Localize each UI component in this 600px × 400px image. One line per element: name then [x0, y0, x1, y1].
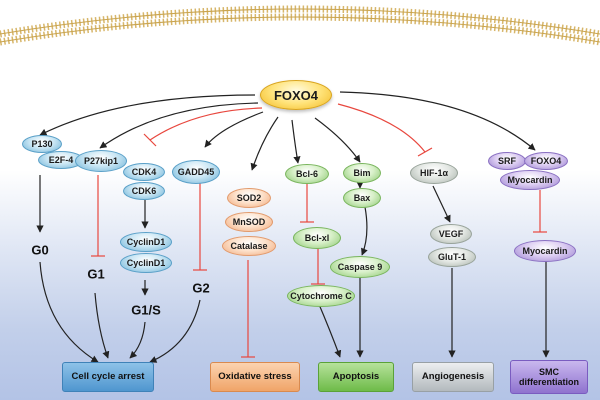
- mnsod-node[interactable]: MnSOD: [225, 212, 273, 232]
- bax-node[interactable]: Bax: [343, 188, 381, 208]
- bcl6-node[interactable]: Bcl-6: [285, 164, 329, 184]
- arrow-g0-arrest: [39, 261, 99, 363]
- cdk4-node[interactable]: CDK4: [123, 163, 165, 181]
- myocardin-complex-node[interactable]: Myocardin: [500, 170, 560, 190]
- g2-label: G2: [192, 280, 210, 296]
- g1-label: G1: [87, 266, 105, 282]
- outcome-smc-differentiation[interactable]: SMC differentiation: [510, 360, 588, 394]
- arrow-foxo4-sod2: [250, 116, 279, 171]
- catalase-node[interactable]: Catalase: [222, 236, 276, 256]
- arrow-g2-arrest: [149, 299, 201, 363]
- bim-node[interactable]: Bim: [343, 163, 381, 183]
- caspase9-node[interactable]: Caspase 9: [330, 256, 390, 278]
- arrow-foxo4-bcl6: [291, 119, 301, 164]
- gadd45-node[interactable]: GADD45: [172, 160, 220, 184]
- outcome-angiogenesis[interactable]: Angiogenesis: [412, 362, 494, 392]
- g1s-label: G1/S: [131, 302, 161, 318]
- arrow-foxo4-p27kip1: [99, 102, 259, 149]
- foxo4-node[interactable]: FOXO4: [260, 80, 332, 110]
- p130-node[interactable]: P130: [22, 135, 62, 153]
- cyclind1-node-b[interactable]: CyclinD1: [120, 253, 172, 273]
- bclxl-node[interactable]: Bcl-xl: [293, 227, 341, 249]
- cytochrome-c-node[interactable]: Cytochrome C: [287, 285, 355, 307]
- cell-membrane: [0, 5, 600, 46]
- arrow-g1-arrest: [94, 292, 110, 359]
- outcome-cell-cycle-arrest[interactable]: Cell cycle arrest: [62, 362, 154, 392]
- arrow-bax-caspase9: [361, 206, 368, 256]
- myocardin-node[interactable]: Myocardin: [514, 240, 576, 262]
- arrow-g1s-arrest: [129, 321, 146, 359]
- inhibit-foxo4-hif1a: [337, 103, 426, 153]
- arrow-foxo4-bim: [314, 117, 361, 163]
- hif1a-node[interactable]: HIF-1α: [410, 162, 458, 184]
- g0-label: G0: [31, 242, 49, 258]
- arrow-foxo4-gadd45: [204, 111, 264, 148]
- glut1-node[interactable]: GluT-1: [428, 247, 476, 267]
- arrow-hif1a-vegf: [432, 185, 451, 223]
- arrow-foxo4-p130: [39, 94, 256, 136]
- foxo4-complex-node[interactable]: FOXO4: [524, 152, 568, 170]
- outcome-apoptosis[interactable]: Apoptosis: [318, 362, 394, 392]
- outcome-oxidative-stress[interactable]: Oxidative stress: [210, 362, 300, 392]
- vegf-node[interactable]: VEGF: [430, 224, 472, 244]
- sod2-node[interactable]: SOD2: [227, 188, 271, 208]
- p27kip1-node[interactable]: P27kip1: [75, 150, 127, 172]
- arrow-foxo4-srf: [339, 91, 536, 151]
- arrow-cytochrome-apoptosis: [317, 301, 342, 358]
- inhibit-foxo4-cdk4: [149, 107, 263, 141]
- cdk6-node[interactable]: CDK6: [123, 182, 165, 200]
- cyclind1-node-a[interactable]: CyclinD1: [120, 232, 172, 252]
- srf-node[interactable]: SRF: [488, 152, 526, 170]
